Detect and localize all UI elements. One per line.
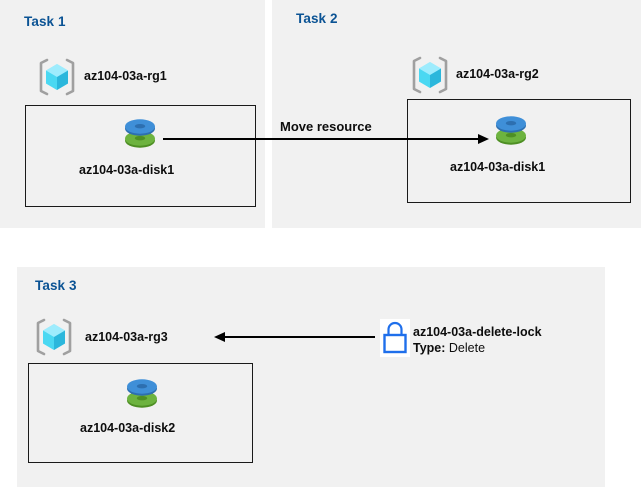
delete-lock-type-key: Type:	[413, 341, 446, 355]
lock-icon	[380, 319, 410, 357]
panel-title-task-1: Task 1	[24, 14, 66, 29]
move-resource-connector-line	[163, 138, 481, 140]
resource-label-task-2: az104-03a-disk1	[450, 160, 546, 174]
delete-lock-type-value: Delete	[448, 341, 486, 355]
resource-box-task-1	[25, 105, 256, 207]
resource-box-task-2	[407, 99, 631, 203]
resource-group-icon	[33, 317, 75, 357]
resource-label-task-1: az104-03a-disk1	[79, 163, 175, 177]
delete-lock-info: az104-03a-delete-lock Type: Delete	[413, 324, 542, 356]
resource-group-label-task-1: az104-03a-rg1	[84, 69, 167, 83]
managed-disk-icon	[491, 110, 531, 152]
resource-group-label-task-3: az104-03a-rg3	[85, 330, 168, 344]
resource-group-icon	[409, 55, 451, 95]
resource-group-label-task-2: az104-03a-rg2	[456, 67, 539, 81]
resource-group-icon	[36, 57, 78, 97]
panel-title-task-2: Task 2	[296, 11, 338, 26]
delete-lock-arrowhead	[214, 331, 225, 342]
delete-lock-type-row: Type: Delete	[413, 340, 542, 356]
delete-lock-name: az104-03a-delete-lock	[413, 325, 542, 339]
panel-title-task-3: Task 3	[35, 278, 77, 293]
delete-lock-connector-line	[225, 336, 375, 338]
resource-label-task-3: az104-03a-disk2	[80, 421, 176, 435]
managed-disk-icon	[122, 373, 162, 415]
move-resource-label: Move resource	[280, 119, 372, 134]
managed-disk-icon	[120, 113, 160, 155]
move-resource-arrowhead	[478, 133, 489, 144]
